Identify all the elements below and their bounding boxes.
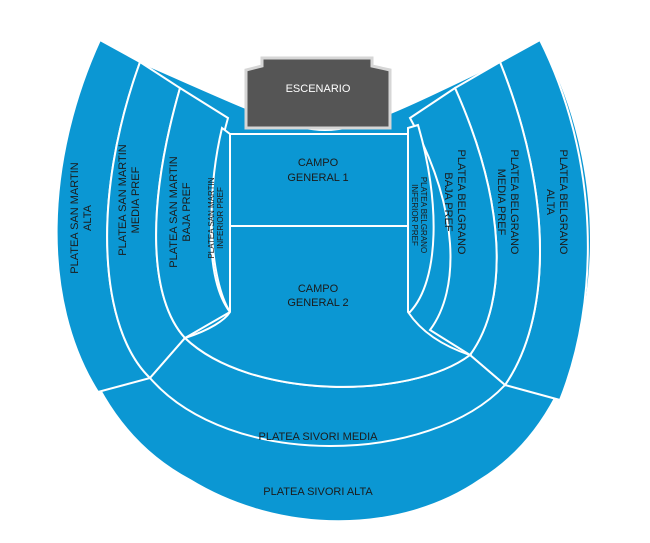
- svg-text:ALTA: ALTA: [82, 204, 94, 231]
- svg-text:PLATEA BELGRANO: PLATEA BELGRANO: [419, 177, 428, 253]
- campo-general-2-line1: CAMPO: [298, 283, 339, 295]
- svg-text:PLATEA SAN MARTIN: PLATEA SAN MARTIN: [117, 144, 129, 256]
- stage: [244, 56, 392, 130]
- campo-general-2-line2: GENERAL 2: [287, 297, 348, 309]
- san-martin-inferior-label: PLATEA SAN MARTIN INFERIOR PREF: [207, 177, 225, 258]
- belgrano-media-label: PLATEA BELGRANO MEDIA PREF: [495, 150, 520, 255]
- svg-text:PLATEA BELGRANO: PLATEA BELGRANO: [557, 150, 569, 255]
- sivori-media-label: PLATEA SIVORI MEDIA: [259, 431, 379, 443]
- section-belgrano-inferior[interactable]: [407, 123, 435, 313]
- svg-text:PLATEA SAN MARTIN: PLATEA SAN MARTIN: [207, 177, 216, 258]
- san-martin-baja-label: PLATEA SAN MARTIN BAJA PREF: [168, 156, 193, 268]
- svg-text:PLATEA BELGRANO: PLATEA BELGRANO: [508, 150, 520, 255]
- svg-text:INFERIOR PREF: INFERIOR PREF: [410, 184, 419, 246]
- svg-text:INFERIOR PREF: INFERIOR PREF: [216, 187, 225, 249]
- belgrano-inferior-label: PLATEA BELGRANO INFERIOR PREF: [410, 177, 428, 253]
- sivori-alta-label: PLATEA SIVORI ALTA: [263, 486, 373, 498]
- campo-general-1-line1: CAMPO: [298, 157, 339, 169]
- svg-text:BAJA PREF: BAJA PREF: [181, 182, 193, 242]
- svg-text:MEDIA PREF: MEDIA PREF: [495, 169, 507, 236]
- svg-text:PLATEA SAN MARTIN: PLATEA SAN MARTIN: [168, 156, 180, 268]
- svg-text:MEDIA PREF: MEDIA PREF: [130, 166, 142, 233]
- svg-text:ALTA: ALTA: [544, 189, 556, 216]
- san-martin-media-label: PLATEA SAN MARTIN MEDIA PREF: [117, 144, 142, 256]
- field-campo-general-2[interactable]: [183, 225, 473, 388]
- san-martin-alta-label: PLATEA SAN MARTIN ALTA: [69, 162, 94, 274]
- svg-text:PLATEA SAN MARTIN: PLATEA SAN MARTIN: [69, 162, 81, 274]
- stage-label: ESCENARIO: [286, 83, 351, 95]
- field-campo-general-1[interactable]: [229, 133, 409, 227]
- campo-general-1-line2: GENERAL 1: [287, 172, 348, 184]
- belgrano-baja-label: PLATEA BELGRANO BAJA PREF: [442, 150, 467, 255]
- svg-text:BAJA PREF: BAJA PREF: [442, 172, 454, 232]
- belgrano-alta-label: PLATEA BELGRANO ALTA: [544, 150, 569, 255]
- svg-text:PLATEA BELGRANO: PLATEA BELGRANO: [455, 150, 467, 255]
